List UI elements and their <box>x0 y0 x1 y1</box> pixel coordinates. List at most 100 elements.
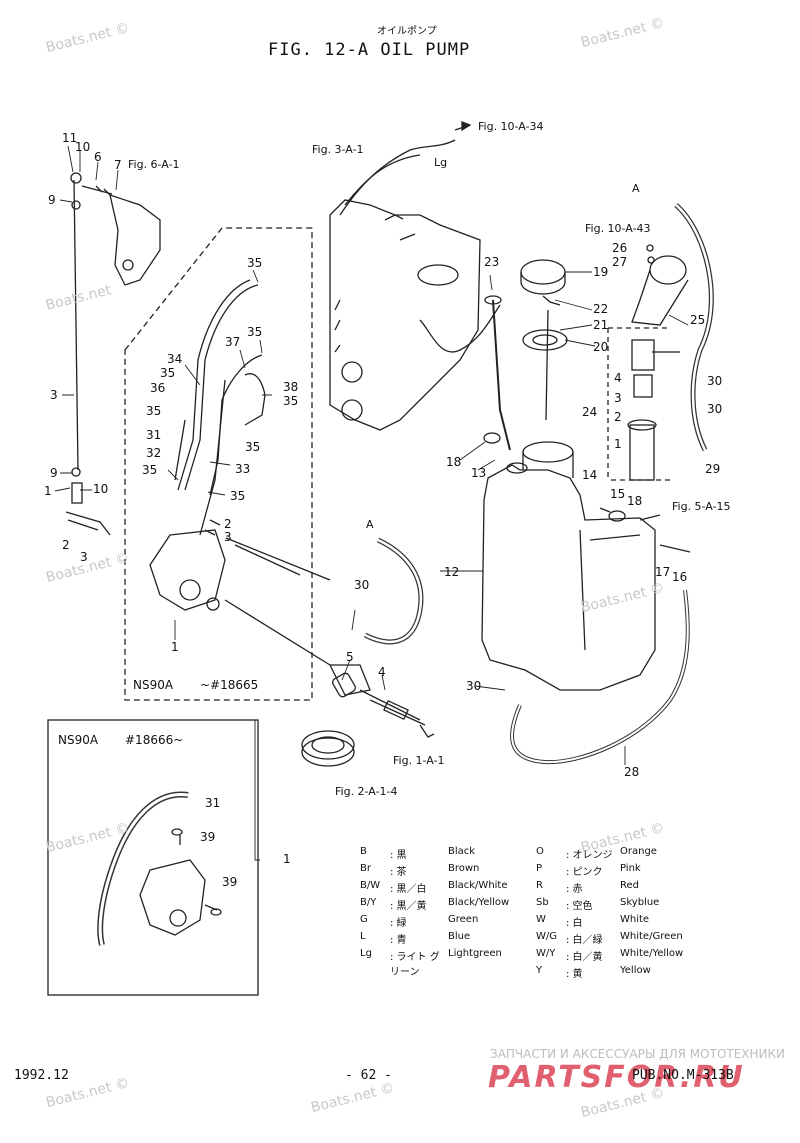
ref-fig-10a43: Fig. 10-A-43 <box>585 222 651 235</box>
sensor-art <box>631 244 689 326</box>
part-number: 30 <box>354 578 370 592</box>
ref-fig-5a15: Fig. 5-A-15 <box>672 500 731 513</box>
part-number: 37 <box>225 335 241 349</box>
part-number: 3 <box>614 391 622 405</box>
linkage-rod-art <box>65 172 161 536</box>
legend-jp: : 黄 <box>566 969 583 980</box>
legend-jp: : 赤 <box>566 884 583 895</box>
box2-model: NS90A <box>58 733 99 747</box>
oil-tank-art <box>481 441 656 691</box>
part-number: 10 <box>75 140 91 154</box>
box2-outline <box>47 719 259 996</box>
box1-serial: ~#18665 <box>200 678 259 692</box>
ref-fig-6a1: Fig. 6-A-1 <box>128 158 180 171</box>
part-number: 5 <box>346 650 354 664</box>
legend-en: Green <box>448 914 479 925</box>
part-number: 27 <box>612 255 628 269</box>
footer-pub-number: PUB.NO.M-313B <box>632 1068 734 1083</box>
legend-jp: : ピンク <box>566 867 603 878</box>
part-number: 29 <box>705 462 721 476</box>
part-number: 14 <box>582 468 598 482</box>
part-number: 30 <box>707 374 723 388</box>
part-number: 30 <box>466 679 482 693</box>
legend-jp: : 青 <box>390 935 407 946</box>
oil-hoses-art <box>174 279 266 536</box>
part-number: 13 <box>471 466 487 480</box>
ref-a-top: A <box>632 182 640 195</box>
part-number: 17 <box>655 565 671 579</box>
gear-art <box>301 730 355 767</box>
part-number: 35 <box>245 440 261 454</box>
legend-code: L <box>360 931 366 942</box>
part-number: 21 <box>593 318 609 332</box>
part-number: 24 <box>582 405 598 419</box>
ref-fig-2a14: Fig. 2-A-1-4 <box>335 785 398 798</box>
ref-fig-3a1: Fig. 3-A-1 <box>312 143 364 156</box>
part-number: 30 <box>707 402 723 416</box>
part-number: 34 <box>167 352 183 366</box>
part-number: 26 <box>612 241 628 255</box>
part-number: 25 <box>690 313 706 327</box>
legend-code: Lg <box>360 948 372 959</box>
part-number: 3 <box>224 530 232 544</box>
part-number: 39 <box>222 875 238 889</box>
filter-assembly-art <box>607 327 680 481</box>
part-number: 22 <box>593 302 609 316</box>
part-number: 11 <box>62 131 78 145</box>
legend-en: Black <box>448 846 476 857</box>
box1-dashed-outline <box>124 227 313 701</box>
legend-en: White/Yellow <box>620 948 684 959</box>
part-number: 2 <box>62 538 70 552</box>
legend-en: Yellow <box>620 965 651 976</box>
engine-block-art <box>329 199 481 431</box>
legend-jp: : 黒 <box>390 850 407 861</box>
legend-en: White/Green <box>620 931 683 942</box>
wire-color-legend: B : 黒 Black Br : 茶 Brown B/W : 黒／白 Black… <box>360 846 690 986</box>
part-number: 35 <box>230 489 246 503</box>
ref-fig-10a34: Fig. 10-A-34 <box>478 120 544 133</box>
legend-jp: : 黒／白 <box>390 884 427 895</box>
part-number: 35 <box>146 404 162 418</box>
legend-code: W <box>536 914 546 925</box>
part-number: 6 <box>94 150 102 164</box>
wire-harness <box>339 139 456 216</box>
part-number: 33 <box>235 462 251 476</box>
part-number: 1 <box>171 640 179 654</box>
part-number: 19 <box>593 265 609 279</box>
part-number: 7 <box>114 158 122 172</box>
part-number: 35 <box>283 394 299 408</box>
part-number: 32 <box>146 446 162 460</box>
part-number: 23 <box>484 255 500 269</box>
legend-en: Brown <box>448 863 480 874</box>
legend-code: W/Y <box>536 948 556 959</box>
part-number: 3 <box>50 388 58 402</box>
legend-code: G <box>360 914 368 925</box>
part-number: 18 <box>627 494 643 508</box>
part-number: 38 <box>283 380 299 394</box>
part-number: 20 <box>593 340 609 354</box>
part-number: 28 <box>624 765 640 779</box>
part-number: 16 <box>672 570 688 584</box>
legend-jp: : オレンジ <box>566 850 613 861</box>
box1-model: NS90A <box>133 678 174 692</box>
legend-jp: : 白／緑 <box>566 935 603 946</box>
part-number: 4 <box>614 371 622 385</box>
footer-date: 1992.12 <box>14 1068 69 1083</box>
ref-a-mid: A <box>366 518 374 531</box>
part-number: 9 <box>48 193 56 207</box>
legend-jp: : ライト グリーン <box>390 952 440 978</box>
japanese-title: オイルポンプ <box>377 26 437 37</box>
legend-code: Br <box>360 863 371 874</box>
legend-code: R <box>536 880 543 891</box>
ref-lg: Lg <box>434 156 448 169</box>
legend-jp: : 緑 <box>390 918 407 929</box>
footer-page: - 62 - <box>345 1068 392 1083</box>
legend-jp: : 白 <box>566 918 583 929</box>
tank-cap-art <box>520 259 568 421</box>
page-title: FIG. 12-A OIL PUMP <box>268 40 471 60</box>
legend-en: White <box>620 914 650 925</box>
legend-jp: : 空色 <box>566 901 593 912</box>
part-number: 36 <box>150 381 166 395</box>
ref-fig-1a1: Fig. 1-A-1 <box>393 754 445 767</box>
